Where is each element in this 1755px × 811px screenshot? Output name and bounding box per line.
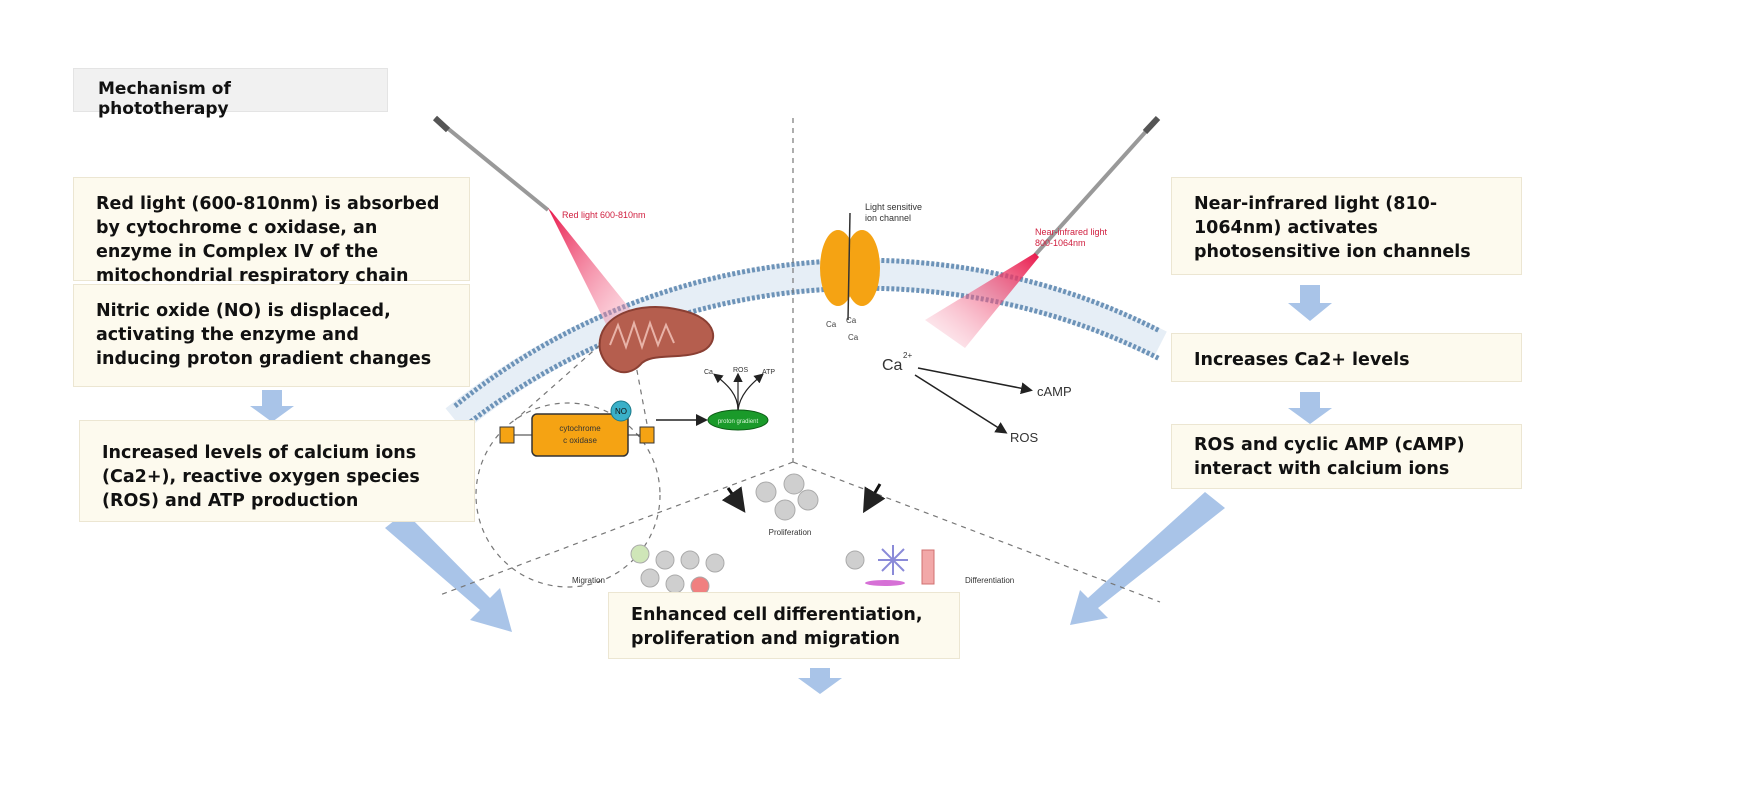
differentiation-cells [845, 545, 935, 586]
left-step-3: Increased levels of calcium ions (Ca2+),… [79, 420, 475, 522]
flow-arrows [250, 285, 1332, 694]
ca-output: Ca [704, 369, 713, 376]
arrow-left-diagonal [385, 512, 512, 632]
nir-laser [925, 115, 1161, 348]
black-arrows [721, 483, 886, 514]
ca-sup: 2+ [903, 351, 912, 360]
proliferation-cells [755, 473, 819, 521]
cytochrome-c-oxidase: cytochrome c oxidase NO [499, 400, 655, 457]
nir-label: Near-infrared light [1035, 227, 1108, 237]
no-label: NO [615, 407, 627, 416]
red-laser [432, 115, 635, 328]
separators [439, 118, 1161, 603]
enzyme-label-1: cytochrome [559, 424, 601, 433]
camp-label: cAMP [1037, 384, 1072, 399]
arrow-to-ros [914, 374, 1008, 434]
arrow-right-diagonal [1070, 492, 1225, 625]
proton-outputs [713, 372, 764, 411]
svg-text:Ca: Ca [848, 333, 859, 342]
atp-output: ATP [762, 369, 775, 376]
arrow-left-down [250, 390, 294, 422]
enzyme-label-2: c oxidase [563, 436, 597, 445]
left-step-2: Nitric oxide (NO) is displaced, activati… [73, 284, 470, 387]
right-step-2: Increases Ca2+ levels [1171, 333, 1522, 382]
right-step-1: Near-infrared light (810-1064nm) activat… [1171, 177, 1522, 275]
diagram-title: Mechanism of phototherapy [73, 68, 388, 119]
arrow-right-down-2 [1288, 392, 1332, 424]
cell-membrane [445, 257, 1167, 436]
ros-output: ROS [733, 367, 749, 374]
migration-cells [630, 544, 725, 596]
differentiation-label: Differentiation [965, 576, 1014, 585]
proton-label: proton gradient [718, 419, 759, 425]
proliferation-label: Proliferation [769, 528, 812, 537]
ros-label: ROS [1010, 430, 1039, 445]
ca-ions: Ca Ca Ca [826, 316, 859, 342]
arrow-bottom-down [798, 668, 842, 694]
svg-text:Ca: Ca [826, 320, 837, 329]
left-step-1: Red light (600-810nm) is absorbed by cyt… [73, 177, 470, 286]
svg-text:Ca: Ca [846, 316, 857, 325]
outcome-box: Enhanced cell differentiation, prolifera… [608, 592, 960, 659]
mitochondrion-icon [598, 306, 715, 374]
arrow-to-camp [917, 367, 1033, 395]
ion-channel-icon [820, 212, 880, 321]
nir-label-2: 800-1064nm [1035, 238, 1086, 248]
ion-channel-label-2: ion channel [865, 213, 911, 223]
right-step-3: ROS and cyclic AMP (cAMP) interact with … [1171, 424, 1522, 489]
arrow-right-down-1 [1288, 285, 1332, 321]
ca-label: Ca [882, 357, 903, 374]
ion-channel-label: Light sensitive [865, 202, 922, 212]
migration-label: Migration [572, 576, 605, 585]
red-light-label: Red light 600-810nm [562, 210, 646, 220]
